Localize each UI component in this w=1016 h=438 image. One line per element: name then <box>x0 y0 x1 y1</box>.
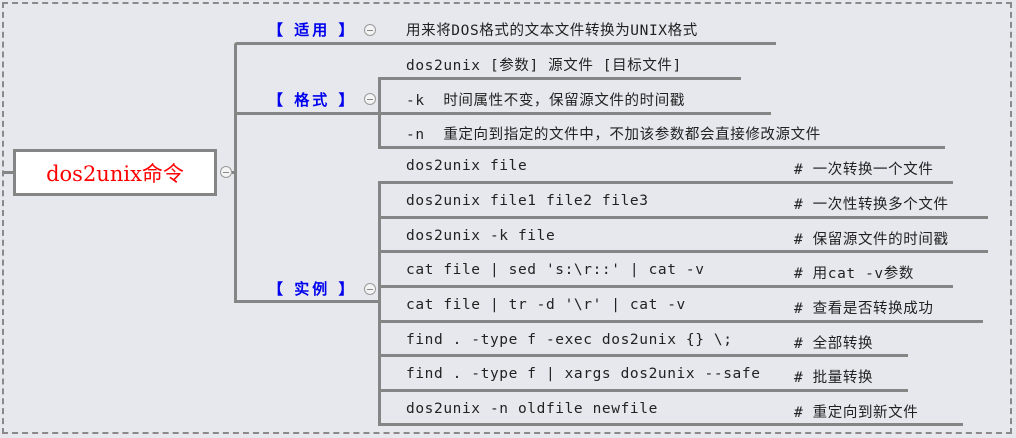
example-comment: # 查看是否转换成功 <box>794 301 934 317</box>
connector <box>378 146 945 149</box>
connector <box>234 112 379 115</box>
example-comment: # 一次性转换多个文件 <box>794 197 949 213</box>
example-command: cat file | sed 's:\r::' | cat -v <box>406 262 705 278</box>
example-comment: # 一次转换一个文件 <box>794 162 934 178</box>
example-command: find . -type f | xargs dos2unix --safe <box>406 366 761 382</box>
connector <box>232 171 236 174</box>
connector <box>378 285 953 288</box>
connector <box>378 250 988 253</box>
example-command: dos2unix -n oldfile newfile <box>406 401 658 417</box>
example-command: dos2unix -k file <box>406 228 556 244</box>
example-comment: # 全部转换 <box>794 336 874 352</box>
root-collapse-icon[interactable] <box>220 166 232 178</box>
root-node[interactable]: dos2unix命令 <box>13 149 217 196</box>
connector <box>378 320 983 323</box>
format-item: -n 重定向到指定的文件中，不加该参数都会直接修改源文件 <box>406 127 821 143</box>
connector <box>378 181 953 184</box>
branch-label-format[interactable]: 【 格式 】 <box>268 91 357 109</box>
example-command: cat file | tr -d '\r' | cat -v <box>406 297 686 313</box>
connector <box>234 300 379 303</box>
branch-label-examples[interactable]: 【 实例 】 <box>268 280 357 298</box>
branch-label-usage[interactable]: 【 适用 】 <box>268 21 357 39</box>
connector <box>378 354 908 357</box>
example-comment: # 保留源文件的时间戳 <box>794 232 949 248</box>
format-item: dos2unix [参数] 源文件 [目标文件] <box>406 58 682 74</box>
connector <box>234 42 776 45</box>
branch-examples-collapse-icon[interactable] <box>364 283 376 295</box>
example-command: dos2unix file1 file2 file3 <box>406 193 649 209</box>
connector <box>4 171 14 174</box>
connector <box>378 77 741 80</box>
example-comment: # 重定向到新文件 <box>794 405 919 421</box>
branch-format-collapse-icon[interactable] <box>364 93 376 105</box>
connector <box>378 389 908 392</box>
example-command: dos2unix file <box>406 158 528 174</box>
example-comment: # 批量转换 <box>794 370 874 386</box>
example-command: find . -type f -exec dos2unix {} \; <box>406 332 733 348</box>
connector <box>378 183 381 423</box>
usage-item: 用来将DOS格式的文本文件转换为UNIX格式 <box>406 23 698 39</box>
connector <box>378 216 988 219</box>
format-item: -k 时间属性不变，保留源文件的时间戳 <box>406 93 685 109</box>
root-label: dos2unix命令 <box>46 161 184 186</box>
branch-usage-collapse-icon[interactable] <box>364 24 376 36</box>
example-comment: # 用cat -v参数 <box>794 266 914 282</box>
connector <box>378 112 771 115</box>
connector <box>378 423 963 426</box>
